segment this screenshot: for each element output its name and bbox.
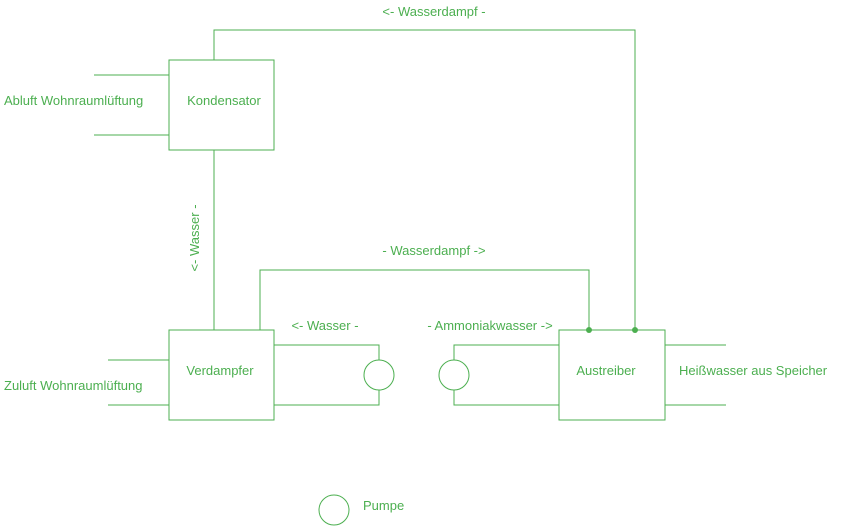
legend-pumpe-label: Pumpe (363, 498, 404, 513)
legend-pump-icon (318, 494, 350, 526)
abluft-label: Abluft Wohnraumlüftung (4, 93, 143, 108)
pump-ammoniakwasser-icon (438, 359, 470, 391)
wasser-vertical-label: <- Wasser - (187, 204, 202, 271)
top-wasserdampf-label: <- Wasserdampf - (382, 4, 485, 19)
junction-dot-top (632, 327, 638, 333)
ammoniakwasser-loop-line (453, 344, 559, 406)
wasser-bottom-label: <- Wasser - (291, 318, 358, 333)
wasser-loop-line (274, 344, 380, 406)
austreiber-box (558, 329, 666, 421)
mid-wasserdampf-line (259, 269, 590, 330)
mid-wasserdampf-label: - Wasserdampf -> (382, 243, 485, 258)
top-wasserdampf-line (213, 29, 636, 330)
junction-dot-mid (586, 327, 592, 333)
verdampfer-label: Verdampfer (186, 363, 254, 378)
kondensator-box (168, 59, 275, 151)
heisswasser-label: Heißwasser aus Speicher (679, 363, 828, 378)
ammoniakwasser-label: - Ammoniakwasser -> (427, 318, 552, 333)
kondensator-label: Kondensator (187, 93, 261, 108)
verdampfer-box (168, 329, 275, 421)
pump-wasser-icon (363, 359, 395, 391)
austreiber-label: Austreiber (576, 363, 636, 378)
zuluft-label: Zuluft Wohnraumlüftung (4, 378, 143, 393)
